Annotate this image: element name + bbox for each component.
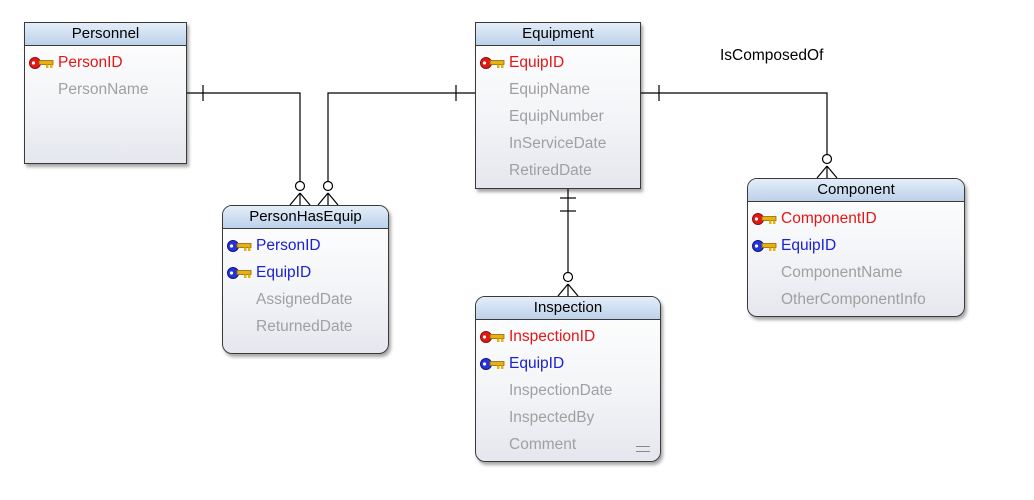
attribute-row[interactable]: InServiceDate <box>476 130 640 157</box>
blue-key-icon <box>227 267 252 279</box>
attribute-row[interactable]: PersonID <box>25 49 186 76</box>
relationship-label-iscomposedof: IsComposedOf <box>720 47 824 64</box>
attribute-name: EquipNumber <box>509 108 604 125</box>
attribute-name: PersonID <box>256 237 321 254</box>
red-key-icon <box>480 57 505 69</box>
attribute-name: EquipID <box>509 355 565 372</box>
more-attributes-icon[interactable] <box>636 446 650 452</box>
attribute-name: InspectionDate <box>509 382 613 399</box>
attribute-row[interactable]: InspectionID <box>476 323 660 350</box>
entity-inspection[interactable]: Inspection InspectionID EquipID Inspecti… <box>475 296 661 462</box>
attribute-row[interactable]: EquipNumber <box>476 103 640 130</box>
blue-key-icon <box>480 358 505 370</box>
attribute-name: Comment <box>509 436 577 453</box>
entity-equipment[interactable]: Equipment EquipID EquipName EquipNumber … <box>475 22 641 189</box>
entity-title: PersonHasEquip <box>223 206 388 229</box>
attribute-name: RetiredDate <box>509 162 592 179</box>
attribute-row[interactable]: ReturnedDate <box>223 313 388 340</box>
red-key-icon <box>752 213 777 225</box>
entity-personhasequip[interactable]: PersonHasEquip PersonID EquipID Assigned… <box>222 205 389 354</box>
attribute-row[interactable]: InspectionDate <box>476 377 660 404</box>
relationship-equipment-personhasequip <box>317 85 475 206</box>
attribute-row[interactable]: AssignedDate <box>223 286 388 313</box>
attribute-row[interactable]: ComponentID <box>748 205 964 232</box>
blue-key-icon <box>752 240 777 252</box>
attribute-name: PersonID <box>58 54 123 71</box>
attribute-name: EquipID <box>509 54 565 71</box>
attribute-name: ComponentName <box>781 264 903 281</box>
attribute-row[interactable]: InspectedBy <box>476 404 660 431</box>
attribute-row[interactable]: OtherComponentInfo <box>748 286 964 313</box>
attribute-row[interactable]: EquipID <box>476 49 640 76</box>
attribute-row[interactable]: PersonName <box>25 76 186 103</box>
attribute-row[interactable]: EquipName <box>476 76 640 103</box>
relationship-personnel-personhasequip <box>187 85 311 206</box>
attribute-name: ComponentID <box>781 210 877 227</box>
relationship-equipment-inspection <box>557 189 579 297</box>
entity-personnel[interactable]: Personnel PersonID PersonName <box>24 22 187 164</box>
attribute-row[interactable]: RetiredDate <box>476 157 640 184</box>
attribute-row[interactable]: EquipID <box>476 350 660 377</box>
attribute-name: InServiceDate <box>509 135 607 152</box>
attribute-row[interactable]: PersonID <box>223 232 388 259</box>
entity-title: Equipment <box>476 23 640 46</box>
blue-key-icon <box>227 240 252 252</box>
attribute-name: OtherComponentInfo <box>781 291 926 308</box>
red-key-icon <box>29 57 54 69</box>
attribute-row[interactable]: EquipID <box>223 259 388 286</box>
attribute-name: EquipID <box>256 264 312 281</box>
entity-component[interactable]: Component ComponentID EquipID ComponentN… <box>747 178 965 317</box>
attribute-row[interactable]: ComponentName <box>748 259 964 286</box>
attribute-name: EquipID <box>781 237 837 254</box>
entity-title: Personnel <box>25 23 186 46</box>
attribute-name: EquipName <box>509 81 590 98</box>
attribute-name: PersonName <box>58 81 149 98</box>
attribute-name: InspectedBy <box>509 409 595 426</box>
entity-title: Inspection <box>476 297 660 320</box>
attribute-row[interactable]: EquipID <box>748 232 964 259</box>
attribute-row[interactable]: Comment <box>476 431 660 458</box>
attribute-name: AssignedDate <box>256 291 353 308</box>
entity-title: Component <box>748 179 964 202</box>
attribute-name: InspectionID <box>509 328 596 345</box>
attribute-name: ReturnedDate <box>256 318 353 335</box>
relationship-equipment-component <box>641 85 838 179</box>
red-key-icon <box>480 331 505 343</box>
